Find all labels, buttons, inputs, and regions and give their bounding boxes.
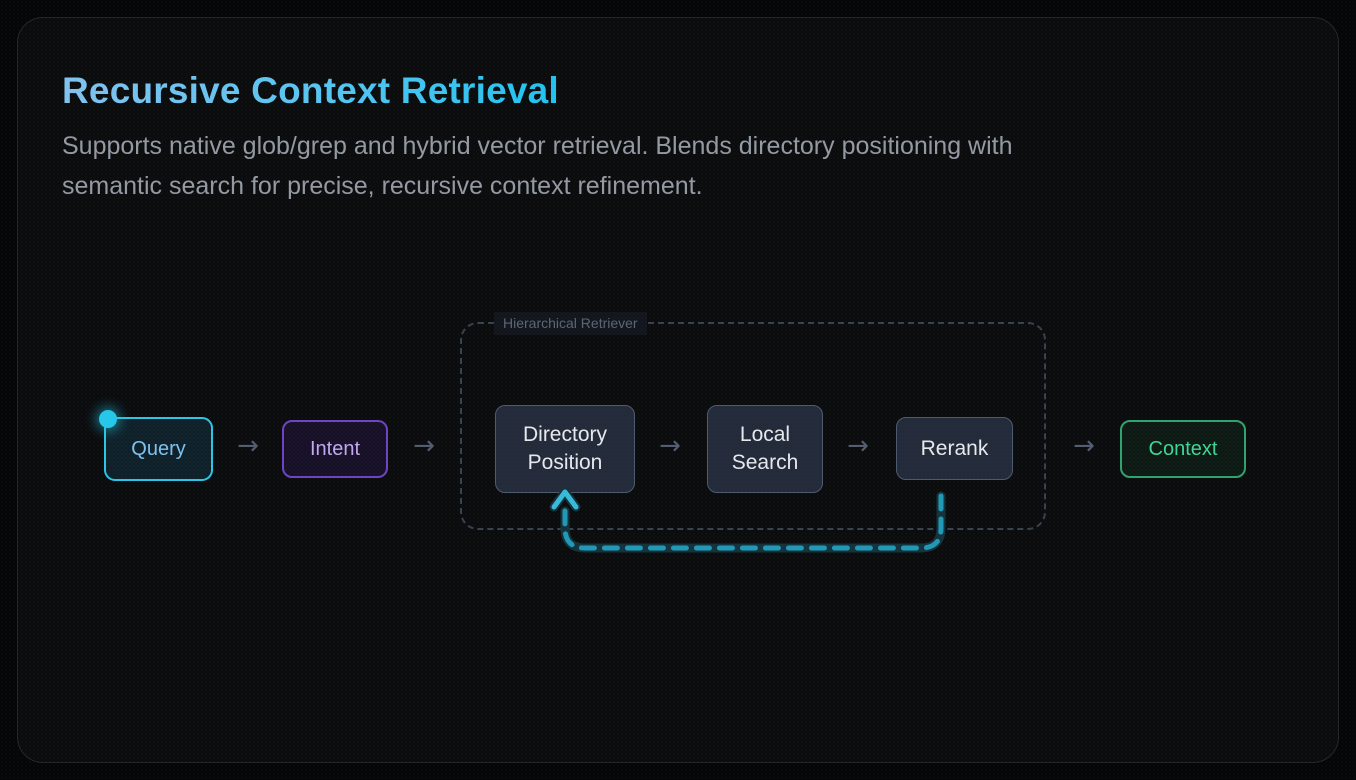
arrow-right-icon: → [659,431,681,461]
arrow-right-icon: → [1073,431,1095,461]
node-rerank-label: Rerank [920,436,989,460]
description-line-1: Supports native glob/grep and hybrid vec… [62,132,1013,160]
page-description: Supports native glob/grep and hybrid vec… [62,126,1013,206]
arrow-right-icon: → [413,431,435,461]
node-rerank: Rerank [896,417,1013,480]
node-query-label: Query [131,437,186,460]
slide-card [17,17,1339,763]
node-intent: Intent [282,420,388,478]
arrow-right-icon: → [237,431,259,461]
node-directory-position-label: Directory Position [522,423,607,474]
node-query: Query [99,410,213,481]
description-line-2: semantic search for precise, recursive c… [62,172,703,200]
node-context: Context [1120,420,1246,478]
group-label: Hierarchical Retriever [494,312,647,335]
node-context-label: Context [1148,437,1218,460]
page-title: Recursive Context Retrieval [62,70,559,111]
active-dot-icon [99,410,117,428]
node-directory-position: Directory Position [495,405,635,493]
node-local-search: Local Search [707,405,823,493]
arrow-right-icon: → [847,431,869,461]
node-local-search-label: Local Search [731,423,799,474]
node-intent-label: Intent [309,437,361,460]
